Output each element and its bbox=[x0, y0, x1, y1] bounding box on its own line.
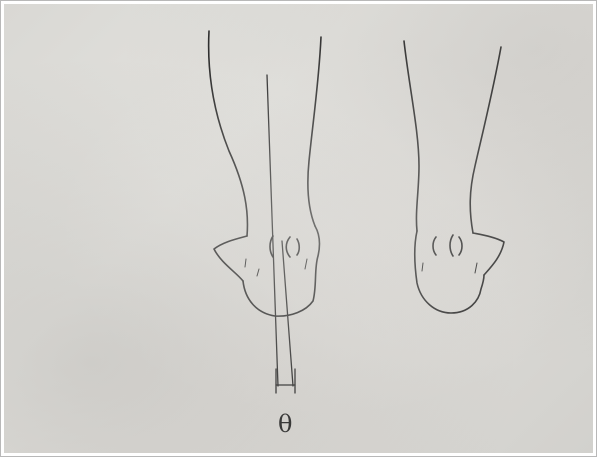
right-foot-leg-outline-left bbox=[404, 41, 419, 231]
left-foot-leg-outline-right bbox=[308, 37, 321, 226]
left-foot-heel-outline bbox=[243, 226, 319, 316]
right-foot-shade-2 bbox=[422, 263, 423, 271]
left-foot-tendon-mark-right bbox=[286, 237, 290, 257]
foot-diagram: θ bbox=[4, 4, 593, 453]
right-foot bbox=[404, 41, 504, 313]
right-foot-shade-1 bbox=[475, 263, 477, 273]
right-foot-leg-outline-right bbox=[470, 47, 501, 233]
left-foot-shade-2 bbox=[257, 269, 259, 276]
right-foot-tendon-mark-center bbox=[450, 235, 453, 256]
right-foot-malleolus bbox=[473, 233, 504, 275]
leg-axis-line bbox=[267, 75, 278, 386]
left-foot-shade-3 bbox=[305, 259, 307, 269]
heel-axis-line bbox=[282, 241, 293, 386]
left-foot-shade-1 bbox=[245, 259, 246, 267]
paper-background: θ bbox=[4, 4, 593, 453]
left-foot bbox=[209, 31, 321, 316]
left-foot-leg-outline-left bbox=[209, 31, 248, 236]
right-foot-tendon-mark-right bbox=[459, 237, 462, 255]
left-foot-tendon-mark-right-2 bbox=[297, 239, 299, 255]
right-foot-tendon-mark-left bbox=[433, 237, 436, 255]
theta-label: θ bbox=[278, 410, 292, 438]
left-foot-malleolus bbox=[214, 236, 247, 281]
angle-measurement bbox=[267, 75, 295, 393]
